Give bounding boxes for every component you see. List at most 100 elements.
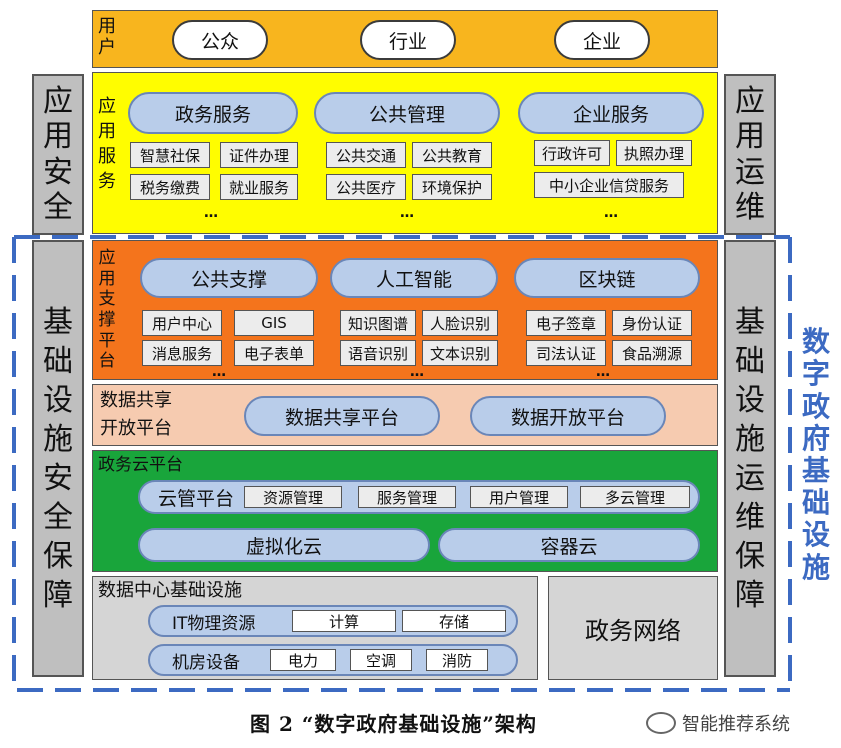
vertical-char: 支 xyxy=(98,289,116,310)
vertical-char: 用 xyxy=(43,119,73,155)
data-open-platform: 数据开放平台 xyxy=(470,396,666,436)
machine-room-label: 机房设备 xyxy=(172,652,240,673)
it-physical-label: IT物理资源 xyxy=(172,613,256,634)
support-item: 知识图谱 xyxy=(340,310,416,336)
vertical-char: 础 xyxy=(801,486,830,520)
it-resource-item: 存储 xyxy=(402,610,506,632)
service-item: 证件办理 xyxy=(220,142,298,168)
vertical-char: 撑 xyxy=(98,310,116,330)
vertical-char: 务 xyxy=(98,171,116,193)
users-label: 用户 xyxy=(96,12,118,64)
room-equipment-item: 电力 xyxy=(270,649,336,671)
vertical-char: 设 xyxy=(43,382,73,418)
vertical-char: 用 xyxy=(98,120,116,142)
data-share-label-line1: 数据共享 xyxy=(100,390,172,411)
support-item: 人脸识别 xyxy=(422,310,498,336)
watermark-text: 智能推荐系统 xyxy=(682,714,790,735)
vertical-char: 服 xyxy=(98,146,116,167)
vertical-char: 全 xyxy=(43,499,73,535)
vertical-char: 应 xyxy=(43,84,73,120)
vertical-char: 设 xyxy=(801,518,830,552)
support-item: 电子表单 xyxy=(234,340,314,366)
vertical-char: 应 xyxy=(98,95,116,117)
support-item: 用户中心 xyxy=(142,310,222,336)
support-item: 司法认证 xyxy=(526,340,606,366)
vertical-char: 字 xyxy=(801,357,830,391)
service-item: 公共教育 xyxy=(412,142,492,168)
cloud-mgmt-item: 服务管理 xyxy=(358,486,456,508)
right-column-infra-ops xyxy=(724,240,776,677)
vertical-char: 障 xyxy=(735,577,765,613)
vertical-char: 用 xyxy=(98,268,116,289)
vertical-char: 用 xyxy=(98,16,116,38)
service-item: 中小企业信贷服务 xyxy=(534,172,684,198)
cloud-mgmt-item: 多云管理 xyxy=(580,486,690,508)
room-equipment-item: 空调 xyxy=(350,649,412,671)
vertical-char: 户 xyxy=(98,37,116,58)
support-item: 文本识别 xyxy=(422,340,498,366)
cloud-mgmt-item: 资源管理 xyxy=(244,486,342,508)
support-item: 电子签章 xyxy=(526,310,606,336)
vertical-char: 平 xyxy=(98,330,116,351)
vertical-char: 维 xyxy=(735,189,765,225)
container-cloud: 容器云 xyxy=(438,528,700,562)
support-item: 消息服务 xyxy=(142,340,222,366)
user-industry: 行业 xyxy=(360,20,456,60)
virtualization-cloud: 虚拟化云 xyxy=(138,528,430,562)
vertical-char: 础 xyxy=(735,343,765,379)
service-item: 执照办理 xyxy=(616,140,692,166)
service-item: 智慧社保 xyxy=(130,142,210,168)
vertical-char: 应 xyxy=(735,84,765,120)
ellipsis: … xyxy=(410,364,426,380)
vertical-char: 施 xyxy=(735,421,765,457)
vertical-char: 数 xyxy=(801,325,830,359)
service-group-gov: 政务服务 xyxy=(128,92,298,134)
left-column-infra-security xyxy=(32,240,84,677)
service-item: 公共医疗 xyxy=(326,174,406,200)
gov-cloud-label: 政务云平台 xyxy=(98,455,183,475)
support-group-blockchain: 区块链 xyxy=(514,258,700,298)
vertical-char: 全 xyxy=(43,189,73,225)
vertical-char: 障 xyxy=(43,577,73,613)
vertical-char: 应 xyxy=(98,247,116,268)
figure-caption: 图 2 “数字政府基础设施”架构 xyxy=(250,712,537,736)
app-services-label: 应用服务 xyxy=(96,90,118,198)
left-column-app-security xyxy=(32,74,84,235)
room-equipment-item: 消防 xyxy=(426,649,488,671)
it-resource-item: 计算 xyxy=(292,610,396,632)
vertical-char: 保 xyxy=(735,538,765,574)
vertical-char: 维 xyxy=(735,499,765,535)
service-item: 行政许可 xyxy=(534,140,610,166)
support-group-ai: 人工智能 xyxy=(330,258,498,298)
cloud-mgmt-label: 云管平台 xyxy=(158,487,235,510)
ellipsis: … xyxy=(204,205,220,221)
vertical-char: 基 xyxy=(801,454,830,487)
gov-network-block: 政务网络 xyxy=(548,576,718,680)
infra-title: 数字政府基础设施 xyxy=(794,320,838,590)
support-item: GIS xyxy=(234,310,314,336)
vertical-char: 安 xyxy=(43,460,73,496)
vertical-char: 用 xyxy=(735,119,765,155)
user-public: 公众 xyxy=(172,20,268,60)
vertical-char: 府 xyxy=(801,421,830,455)
service-item: 环境保护 xyxy=(412,174,492,200)
vertical-char: 运 xyxy=(735,460,765,496)
data-share-platform: 数据共享平台 xyxy=(244,396,440,436)
app-support-label: 应用支撑平台 xyxy=(96,244,118,376)
support-item: 语音识别 xyxy=(340,340,416,366)
watermark: 智能推荐系统 xyxy=(646,710,790,736)
vertical-char: 安 xyxy=(43,154,73,190)
service-item: 税务缴费 xyxy=(130,174,210,200)
vertical-char: 保 xyxy=(43,538,73,574)
support-item: 食品溯源 xyxy=(612,340,692,366)
datacenter-label: 数据中心基础设施 xyxy=(98,580,242,601)
vertical-char: 基 xyxy=(43,304,73,340)
right-column-app-ops xyxy=(724,74,776,235)
vertical-char: 设 xyxy=(735,382,765,418)
vertical-char: 础 xyxy=(43,343,73,379)
service-item: 公共交通 xyxy=(326,142,406,168)
vertical-char: 施 xyxy=(801,550,830,584)
support-group-public: 公共支撑 xyxy=(140,258,318,298)
ellipsis: … xyxy=(212,364,228,380)
